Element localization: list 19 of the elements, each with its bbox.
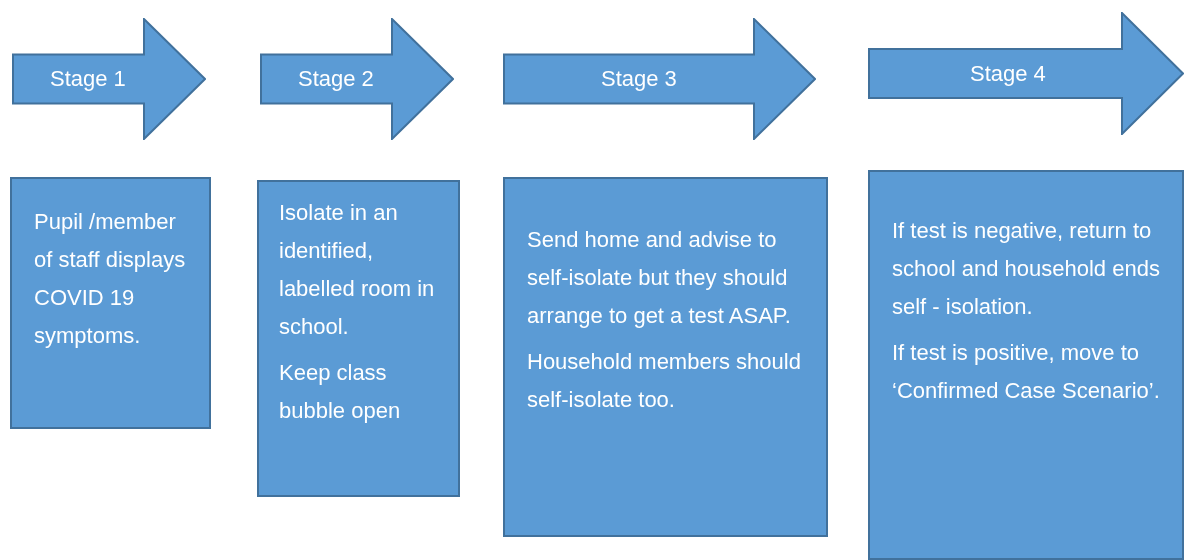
step-text: If test is negative, return to school and household ends self - isolation. <box>892 217 1161 321</box>
step-text: If test is positive, move to ‘Confirmed Case Scenario’. <box>892 339 1161 405</box>
step-text: Pupil /member of staff displays COVID 19 symptoms. <box>34 208 187 350</box>
stage-arrow <box>260 18 454 140</box>
stage-label: Stage 1 <box>50 66 126 92</box>
step-box <box>10 177 211 429</box>
step-text: Keep class bubble open <box>279 359 402 425</box>
step-text: Household members should self-isolate too. <box>527 348 802 414</box>
stage-label: Stage 3 <box>601 66 677 92</box>
step-box <box>257 180 460 497</box>
stage-arrow <box>503 18 816 140</box>
stage-label: Stage 2 <box>298 66 374 92</box>
stage-arrow <box>868 12 1184 135</box>
stage-label: Stage 4 <box>970 60 1046 87</box>
stage-arrow <box>12 18 206 140</box>
step-box <box>503 177 828 537</box>
step-box <box>868 170 1184 560</box>
step-text: Send home and advise to self-isolate but they should arrange to get a test ASAP. <box>527 226 792 330</box>
step-text: Isolate in an identified, labelled room in school. <box>279 199 436 341</box>
